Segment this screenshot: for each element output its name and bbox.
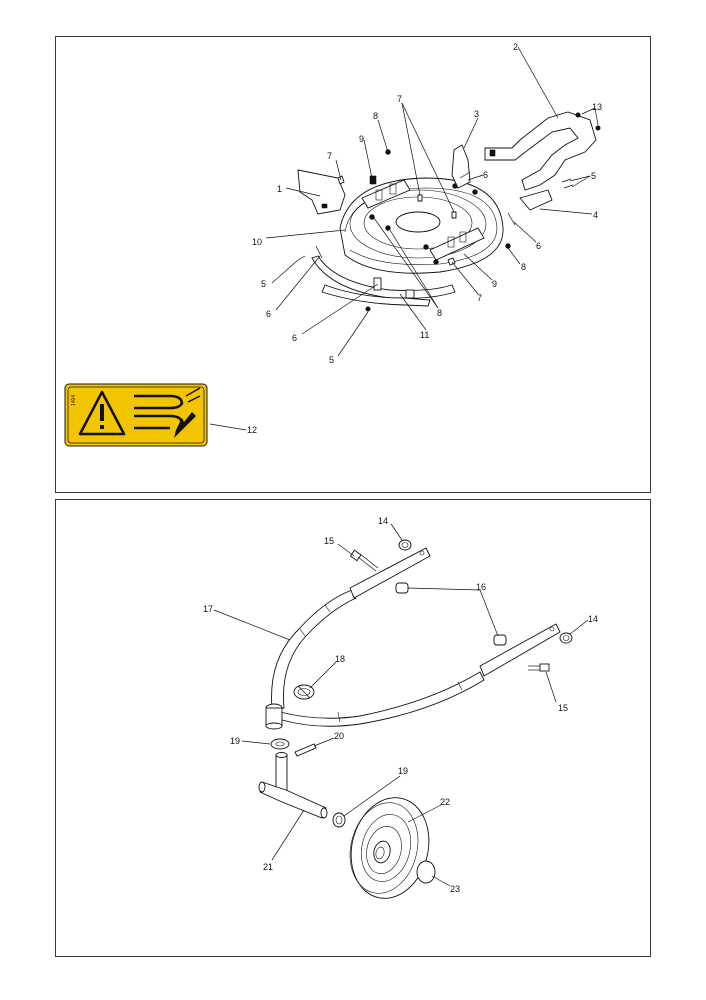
clip-ring-part-18 <box>293 684 315 700</box>
deck-center-opening <box>395 211 441 233</box>
callout-13: 13 <box>592 102 602 112</box>
callout-14b: 14 <box>588 614 598 624</box>
callout-7c: 7 <box>477 293 482 303</box>
rear-flap-part-1 <box>297 169 346 215</box>
callout-5a: 5 <box>261 279 266 289</box>
callout-11: 11 <box>420 330 429 340</box>
small-bracket-part-4 <box>519 189 553 211</box>
callout-8c: 8 <box>521 262 526 272</box>
callout-6d: 6 <box>536 241 541 251</box>
callout-22: 22 <box>440 797 450 807</box>
callout-21: 21 <box>263 862 273 872</box>
callout-8b: 8 <box>437 308 442 318</box>
mower-deck-assembly <box>311 177 504 299</box>
callout-6c: 6 <box>483 170 488 180</box>
pin-part-20 <box>294 743 317 757</box>
callout-9a: 9 <box>359 134 364 144</box>
callout-12: 12 <box>247 425 257 435</box>
bolt-part-15 <box>349 549 550 672</box>
callout-15b: 15 <box>558 703 568 713</box>
blade-cut-icon <box>174 412 196 438</box>
callout-18: 18 <box>335 654 345 664</box>
handle-frame-part-17 <box>265 547 561 730</box>
callout-7a: 7 <box>327 151 332 161</box>
callout-19b: 19 <box>398 766 408 776</box>
callout-15a: 15 <box>324 536 334 546</box>
top-leader-lines <box>209 46 599 431</box>
callout-5b: 5 <box>591 171 596 181</box>
callout-4: 4 <box>593 210 598 220</box>
callout-6a: 6 <box>266 309 271 319</box>
front-skirt <box>311 255 456 299</box>
guard-rail-part-11 <box>321 284 431 307</box>
callout-9b: 9 <box>492 279 497 289</box>
spacer-part-16 <box>395 582 507 646</box>
callout-14a: 14 <box>378 516 388 526</box>
side-bracket-part-3 <box>451 144 471 189</box>
callout-23: 23 <box>450 884 460 894</box>
callout-5c: 5 <box>329 355 334 365</box>
top-callout-labels: 1 2 3 4 5 5 5 6 6 6 6 7 7 7 8 8 8 9 9 10… <box>247 42 602 435</box>
warning-decal-part-12: 1404 <box>64 383 208 447</box>
hubcap-part-23 <box>416 860 436 884</box>
callout-8a: 8 <box>373 111 378 121</box>
callout-3: 3 <box>474 109 479 119</box>
bottom-diagram-panel <box>55 499 651 957</box>
callout-1: 1 <box>277 184 282 194</box>
axle-part-21 <box>258 752 328 819</box>
callout-6b: 6 <box>292 333 297 343</box>
callout-17: 17 <box>203 604 213 614</box>
hand-upper-icon <box>134 394 184 405</box>
washer-part-19 <box>270 738 346 828</box>
warning-label-code: 1404 <box>71 395 77 406</box>
bottom-callout-labels: 14 14 15 15 16 17 18 19 19 20 21 22 23 <box>203 516 598 894</box>
callout-7b: 7 <box>397 94 402 104</box>
nut-part-14 <box>398 539 573 644</box>
wheel-part-22 <box>349 797 430 899</box>
callout-16: 16 <box>476 582 486 592</box>
bottom-leader-lines <box>213 523 589 887</box>
callout-20: 20 <box>334 731 344 741</box>
callout-10: 10 <box>252 237 262 247</box>
callout-19a: 19 <box>230 736 240 746</box>
handle-bracket-part-2 <box>484 111 597 191</box>
deck-bracket-right <box>429 227 485 261</box>
callout-2: 2 <box>513 42 518 52</box>
